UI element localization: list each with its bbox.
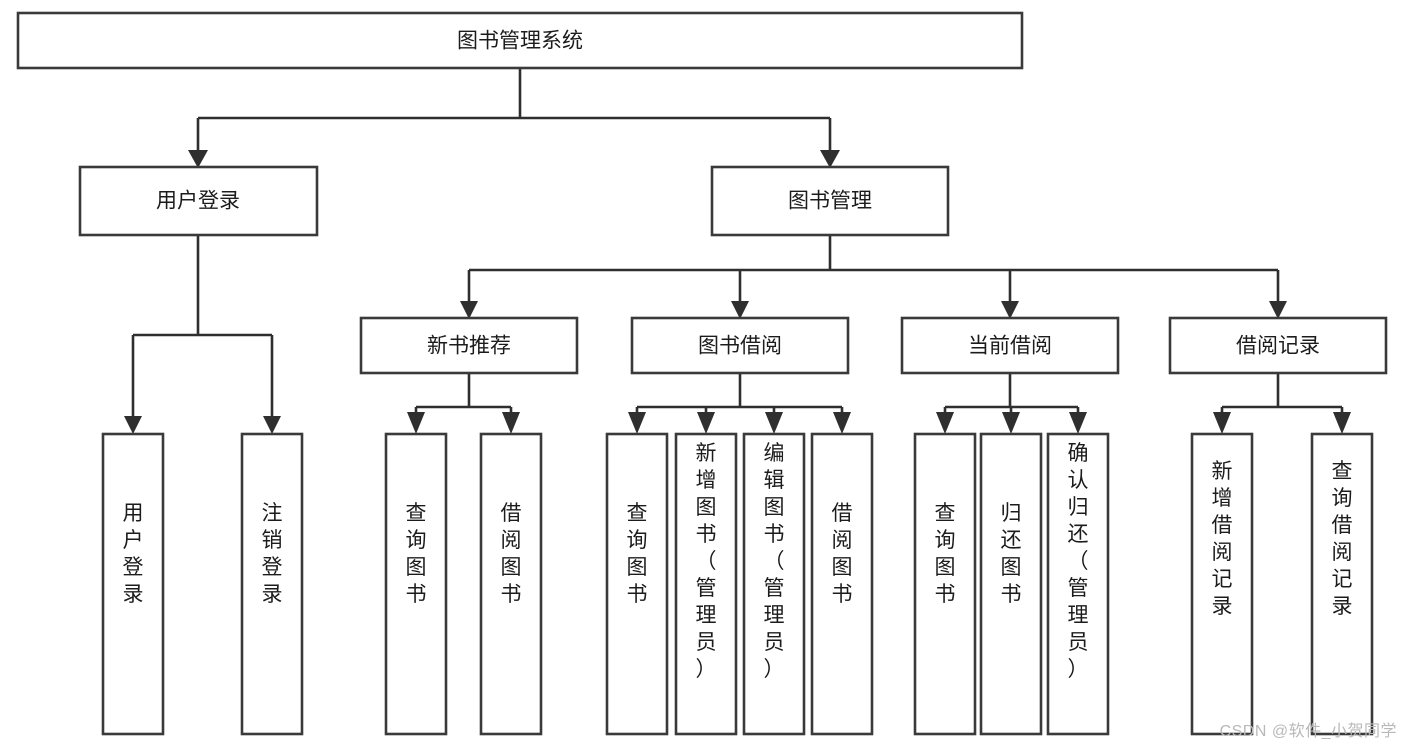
leaf-user-login-box[interactable]: [101, 432, 165, 736]
leaf-confirm-return-admin[interactable]: 确认归还（管理员）: [1046, 432, 1110, 736]
arrow-leaf-query-borrow-record: [1333, 412, 1351, 434]
arrow-leaf-query-book-2: [628, 412, 646, 434]
arrow-new-book-recommend: [460, 301, 478, 319]
arrow-leaf-query-book-1: [407, 412, 425, 434]
leaf-borrow-book-1[interactable]: 借阅图书: [479, 432, 543, 736]
arrow-user-login: [188, 150, 208, 168]
node-book-borrow-label: 图书借阅: [698, 335, 782, 358]
csdn-watermark: CSDN @软件_小贺同学: [1219, 723, 1397, 740]
leaf-query-borrow-record-box[interactable]: [1310, 432, 1374, 736]
node-new-book-recommend[interactable]: 新书推荐: [359, 316, 579, 375]
leaf-borrow-book-2-label: 借阅图书: [832, 502, 853, 606]
arrow-leaf-confirm-return-admin: [1069, 412, 1087, 434]
leaf-borrow-book-2-box[interactable]: [810, 432, 874, 736]
leaf-add-borrow-record-label: 新增借阅记录: [1212, 460, 1233, 618]
arrow-leaf-user-login: [124, 416, 142, 434]
leaf-logout-login-label: 注销登录: [262, 502, 283, 606]
arrow-leaf-query-book-3: [936, 412, 954, 434]
leaf-query-borrow-record[interactable]: 查询借阅记录: [1310, 432, 1374, 736]
node-book-borrow-box[interactable]: [630, 316, 850, 375]
arrow-leaf-edit-book-admin: [765, 412, 783, 434]
leaf-borrow-book-1-box[interactable]: [479, 432, 543, 736]
node-new-book-recommend-label: 新书推荐: [427, 335, 511, 358]
leaf-query-book-2-box[interactable]: [605, 432, 669, 736]
leaf-add-book-admin-box[interactable]: [674, 432, 738, 736]
node-current-borrow[interactable]: 当前借阅: [900, 316, 1120, 375]
node-book-manage[interactable]: 图书管理: [710, 165, 950, 237]
leaf-return-book-label: 归还图书: [1001, 502, 1022, 606]
leaf-borrow-book-1-label: 借阅图书: [501, 502, 522, 606]
leaf-borrow-book-2[interactable]: 借阅图书: [810, 432, 874, 736]
arrow-book-manage: [820, 150, 840, 168]
leaf-edit-book-admin-label: 编辑图书（管理员）: [764, 442, 785, 681]
arrow-leaf-logout-login: [263, 416, 281, 434]
leaf-confirm-return-admin-box[interactable]: [1046, 432, 1110, 736]
leaf-add-book-admin-label: 新增图书（管理员）: [696, 442, 717, 681]
leaf-return-book[interactable]: 归还图书: [979, 432, 1043, 736]
arrow-leaf-add-borrow-record: [1213, 412, 1231, 434]
arrow-book-borrow: [731, 301, 749, 319]
leaf-add-borrow-record[interactable]: 新增借阅记录: [1190, 432, 1254, 736]
node-root[interactable]: 图书管理系统: [16, 11, 1024, 70]
leaf-query-book-3-label: 查询图书: [935, 502, 956, 606]
node-root-label: 图书管理系统: [457, 30, 583, 53]
leaf-edit-book-admin-box[interactable]: [742, 432, 806, 736]
node-borrow-record-box[interactable]: [1168, 316, 1388, 375]
leaf-logout-login-box[interactable]: [240, 432, 304, 736]
leaf-return-book-box[interactable]: [979, 432, 1043, 736]
node-user-login-box[interactable]: [78, 165, 319, 237]
leaf-logout-login[interactable]: 注销登录: [240, 432, 304, 736]
leaf-query-book-3[interactable]: 查询图书: [913, 432, 977, 736]
arrow-leaf-borrow-book-2: [833, 412, 851, 434]
arrow-leaf-borrow-book-1: [502, 412, 520, 434]
connector-layer: [124, 68, 1351, 434]
arrow-borrow-record: [1269, 301, 1287, 319]
leaf-query-borrow-record-label: 查询借阅记录: [1332, 460, 1353, 618]
node-current-borrow-box[interactable]: [900, 316, 1120, 375]
leaf-edit-book-admin[interactable]: 编辑图书（管理员）: [742, 432, 806, 736]
leaf-query-book-2[interactable]: 查询图书: [605, 432, 669, 736]
leaf-add-borrow-record-box[interactable]: [1190, 432, 1254, 736]
node-new-book-recommend-box[interactable]: [359, 316, 579, 375]
arrow-leaf-return-book: [1002, 412, 1020, 434]
node-user-login-label: 用户登录: [156, 190, 240, 213]
node-borrow-record[interactable]: 借阅记录: [1168, 316, 1388, 375]
node-book-manage-label: 图书管理: [788, 190, 872, 213]
leaf-query-book-1[interactable]: 查询图书: [384, 432, 448, 736]
leaf-query-book-2-label: 查询图书: [627, 502, 648, 606]
node-current-borrow-label: 当前借阅: [968, 335, 1052, 358]
leaf-query-book-3-box[interactable]: [913, 432, 977, 736]
leaf-user-login-label: 用户登录: [123, 502, 144, 606]
node-book-manage-box[interactable]: [710, 165, 950, 237]
node-root-box[interactable]: [16, 11, 1024, 70]
arrow-current-borrow: [1001, 301, 1019, 319]
leaf-add-book-admin[interactable]: 新增图书（管理员）: [674, 432, 738, 736]
node-book-borrow[interactable]: 图书借阅: [630, 316, 850, 375]
leaf-query-book-1-box[interactable]: [384, 432, 448, 736]
arrow-leaf-add-book-admin: [697, 412, 715, 434]
leaf-user-login[interactable]: 用户登录: [101, 432, 165, 736]
leaf-query-book-1-label: 查询图书: [406, 502, 427, 606]
node-borrow-record-label: 借阅记录: [1236, 335, 1320, 358]
leaf-confirm-return-admin-label: 确认归还（管理员）: [1068, 442, 1089, 681]
node-user-login[interactable]: 用户登录: [78, 165, 319, 237]
